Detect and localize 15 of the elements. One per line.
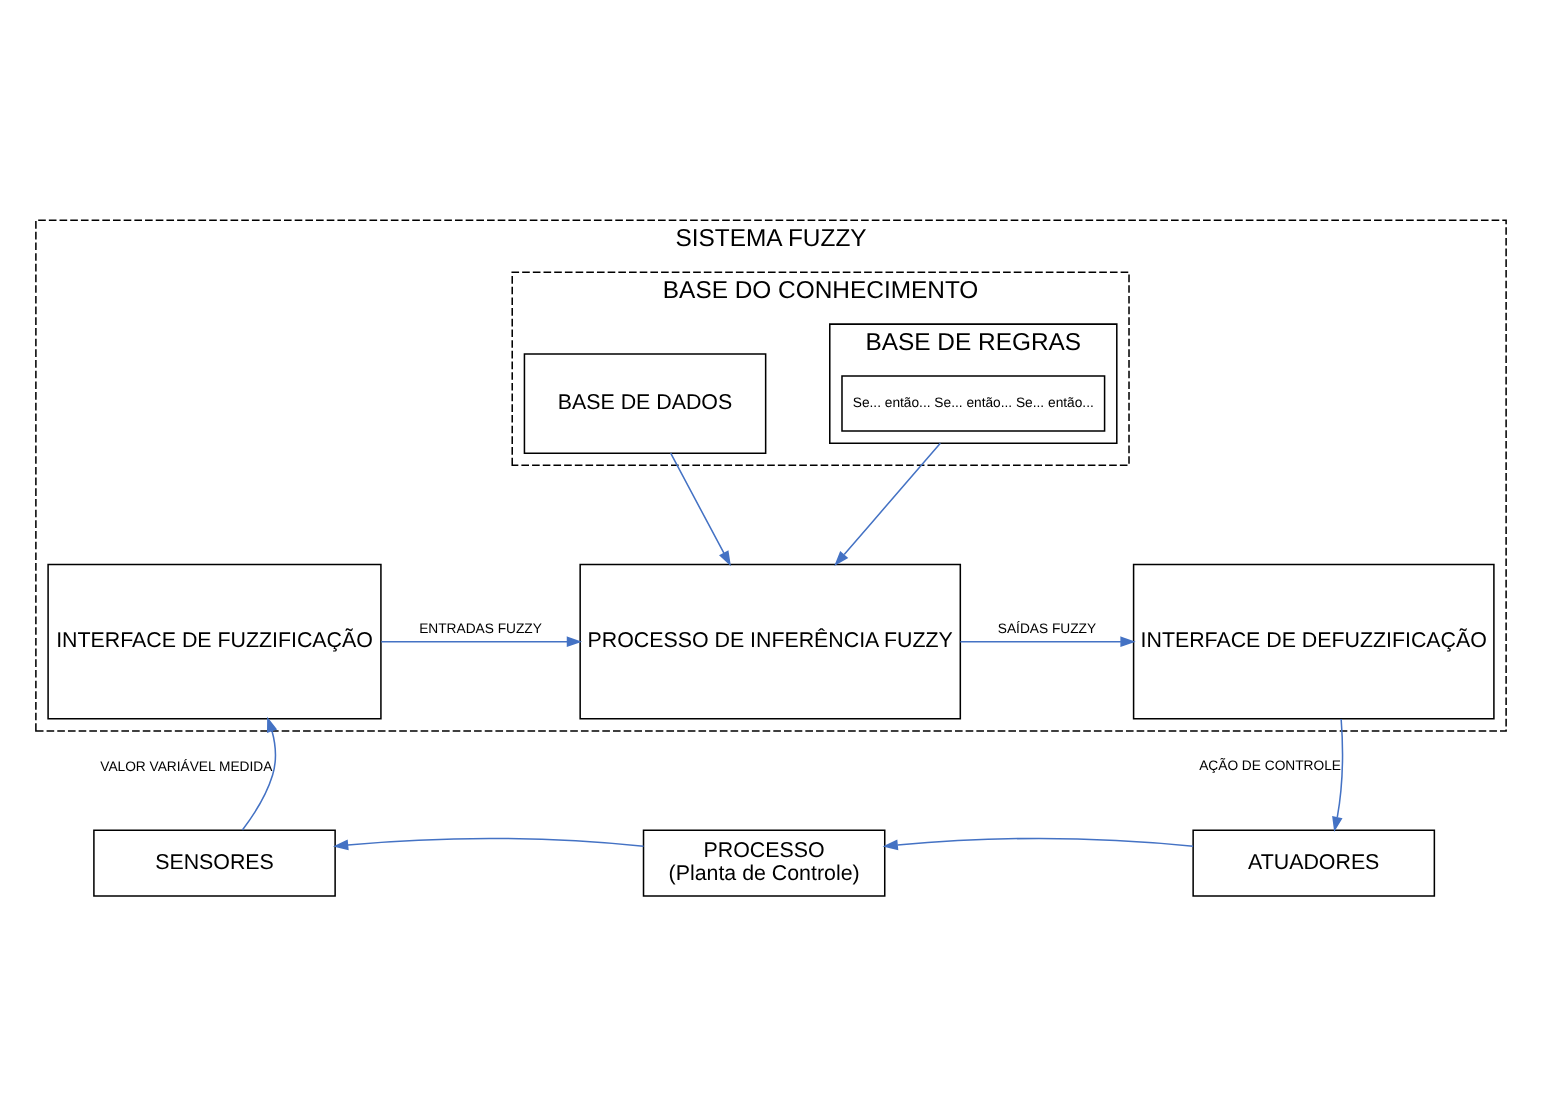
node-box: INTERFACE DE FUZZIFICAÇÃO — [47, 563, 382, 720]
arrow — [959, 636, 1136, 648]
arrow — [834, 442, 942, 567]
arrow — [1332, 718, 1344, 832]
node-box: BASE DE DADOS — [523, 353, 767, 454]
arrow — [882, 837, 1194, 851]
node-box: PROCESSO (Planta de Controle) — [642, 829, 886, 897]
node-box: SENSORES — [93, 829, 336, 897]
arrow — [241, 716, 278, 831]
node-box: INTERFACE DE DEFUZZIFICAÇÃO — [1132, 563, 1495, 720]
arrow — [669, 452, 731, 567]
node-box: ATUADORES — [1192, 829, 1436, 897]
node-box: PROCESSO DE INFERÊNCIA FUZZY — [579, 563, 962, 720]
arrow — [332, 837, 645, 851]
arrow — [380, 636, 583, 648]
